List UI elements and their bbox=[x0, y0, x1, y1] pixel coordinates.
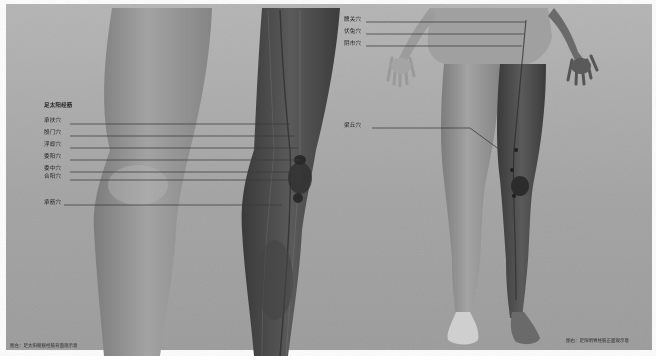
label-yinmen: 殷门穴 bbox=[44, 128, 61, 136]
label-chengfu: 承扶穴 bbox=[44, 116, 61, 124]
figure-torso bbox=[428, 8, 552, 64]
label-weizhong: 委中穴 bbox=[44, 164, 61, 172]
caption-left: 图左：足太阳膀胱经筋背面观示意 bbox=[10, 343, 78, 349]
caption-right: 图右：足阳明胃经筋正面观示意 bbox=[566, 338, 629, 344]
label-biguan: 髀关穴 bbox=[344, 15, 361, 23]
label-fuxi: 浮郄穴 bbox=[44, 140, 61, 148]
left-view-title: 足太阳经筋 bbox=[44, 101, 73, 109]
label-heyang: 合阳穴 bbox=[44, 172, 61, 180]
label-weiyang: 委阳穴 bbox=[44, 152, 61, 160]
label-chengjin: 承筋穴 bbox=[44, 198, 61, 206]
label-futu: 伏兔穴 bbox=[344, 27, 361, 35]
label-yinshi: 阴市穴 bbox=[344, 39, 361, 47]
label-liangqiu: 梁丘穴 bbox=[344, 121, 361, 129]
